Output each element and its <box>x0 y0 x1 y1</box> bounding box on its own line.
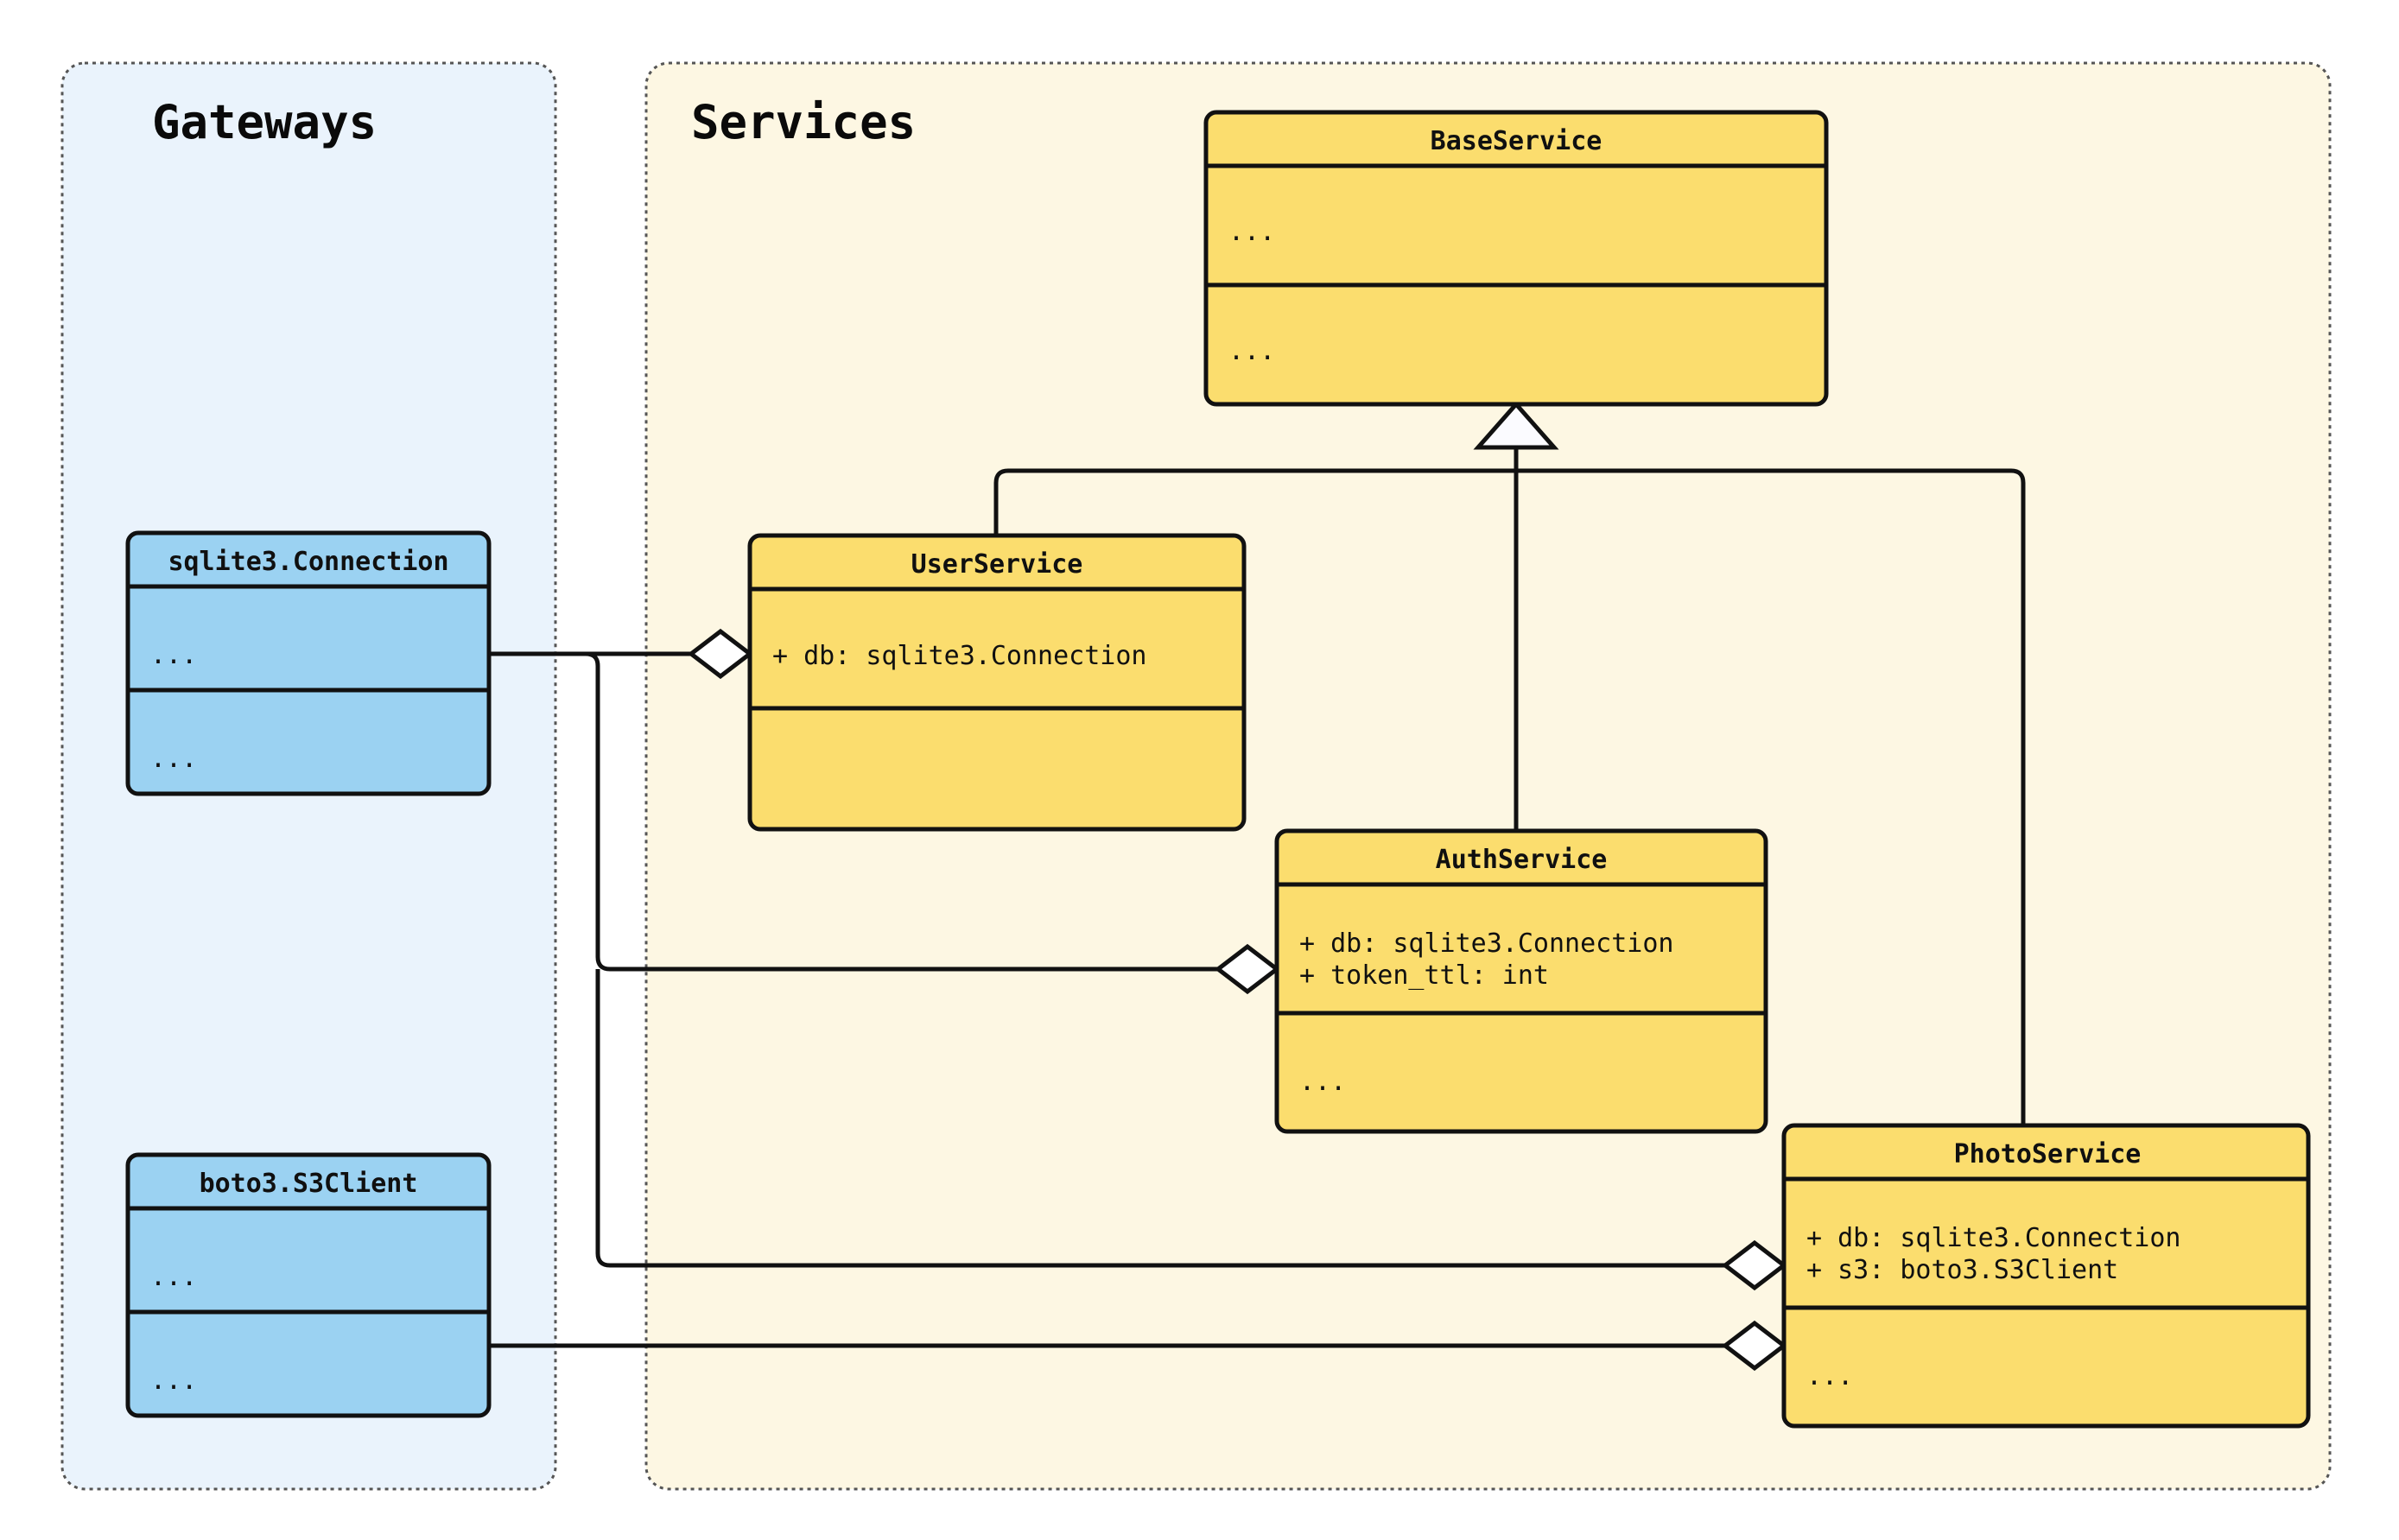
generalization-arrowhead-icon <box>1473 401 1559 450</box>
node-boto3-s3client-method: ... <box>150 1366 197 1396</box>
node-photoservice-attribute-db: + db: sqlite3.Connection <box>1806 1223 2180 1253</box>
node-authservice[interactable]: AuthService + db: sqlite3.Connection + t… <box>1274 828 1768 1134</box>
node-photoservice-attribute-s3: + s3: boto3.S3Client <box>1806 1255 2118 1285</box>
node-baseservice-title: BaseService <box>1431 126 1603 156</box>
node-authservice-method: ... <box>1299 1067 1346 1097</box>
node-sqlite3-connection[interactable]: sqlite3.Connection ... ... <box>125 530 492 796</box>
node-userservice-title: UserService <box>911 549 1083 580</box>
node-baseservice-box <box>1203 110 1829 407</box>
node-photoservice-box <box>1781 1123 2311 1429</box>
node-boto3-s3client[interactable]: boto3.S3Client ... ... <box>125 1152 492 1418</box>
cluster-services-label: Services <box>691 95 916 149</box>
node-authservice-attribute-token-ttl: + token_ttl: int <box>1299 960 1549 991</box>
node-sqlite3-connection-box <box>125 530 492 796</box>
node-photoservice[interactable]: PhotoService + db: sqlite3.Connection + … <box>1781 1123 2311 1429</box>
node-sqlite3-connection-title: sqlite3.Connection <box>168 547 448 577</box>
aggregation-diamond-userservice-icon <box>687 628 754 680</box>
edge-connection-to-photoservice <box>595 969 1742 1268</box>
generalization-edges <box>993 401 2026 1125</box>
node-boto3-s3client-title: boto3.S3Client <box>200 1169 418 1199</box>
node-boto3-s3client-box <box>125 1152 492 1418</box>
node-baseservice-method: ... <box>1228 336 1275 366</box>
aggregation-diamond-photoservice-db-icon <box>1721 1239 1788 1291</box>
node-authservice-title: AuthService <box>1436 845 1608 875</box>
node-userservice-box <box>747 533 1247 832</box>
cluster-gateways-label: Gateways <box>152 95 377 149</box>
node-userservice-attribute: + db: sqlite3.Connection <box>772 641 1146 671</box>
aggregation-edges <box>489 628 1788 1372</box>
node-photoservice-method: ... <box>1806 1361 1853 1391</box>
node-baseservice-attribute: ... <box>1228 217 1275 247</box>
aggregation-diamond-photoservice-s3-icon <box>1721 1320 1788 1372</box>
edge-photoservice-inherits-baseservice <box>1516 468 2026 1125</box>
node-userservice[interactable]: UserService + db: sqlite3.Connection <box>747 533 1247 832</box>
node-baseservice[interactable]: BaseService ... ... <box>1203 110 1829 407</box>
node-boto3-s3client-attribute: ... <box>150 1262 197 1292</box>
node-authservice-attribute-db: + db: sqlite3.Connection <box>1299 928 1673 959</box>
edge-userservice-inherits-baseservice <box>993 468 1516 536</box>
node-authservice-box <box>1274 828 1768 1134</box>
node-sqlite3-connection-method: ... <box>150 744 197 774</box>
node-photoservice-title: PhotoService <box>1954 1139 2142 1169</box>
edge-connection-trunk <box>489 651 1235 972</box>
node-sqlite3-connection-attribute: ... <box>150 640 197 670</box>
aggregation-diamond-authservice-icon <box>1214 943 1281 995</box>
